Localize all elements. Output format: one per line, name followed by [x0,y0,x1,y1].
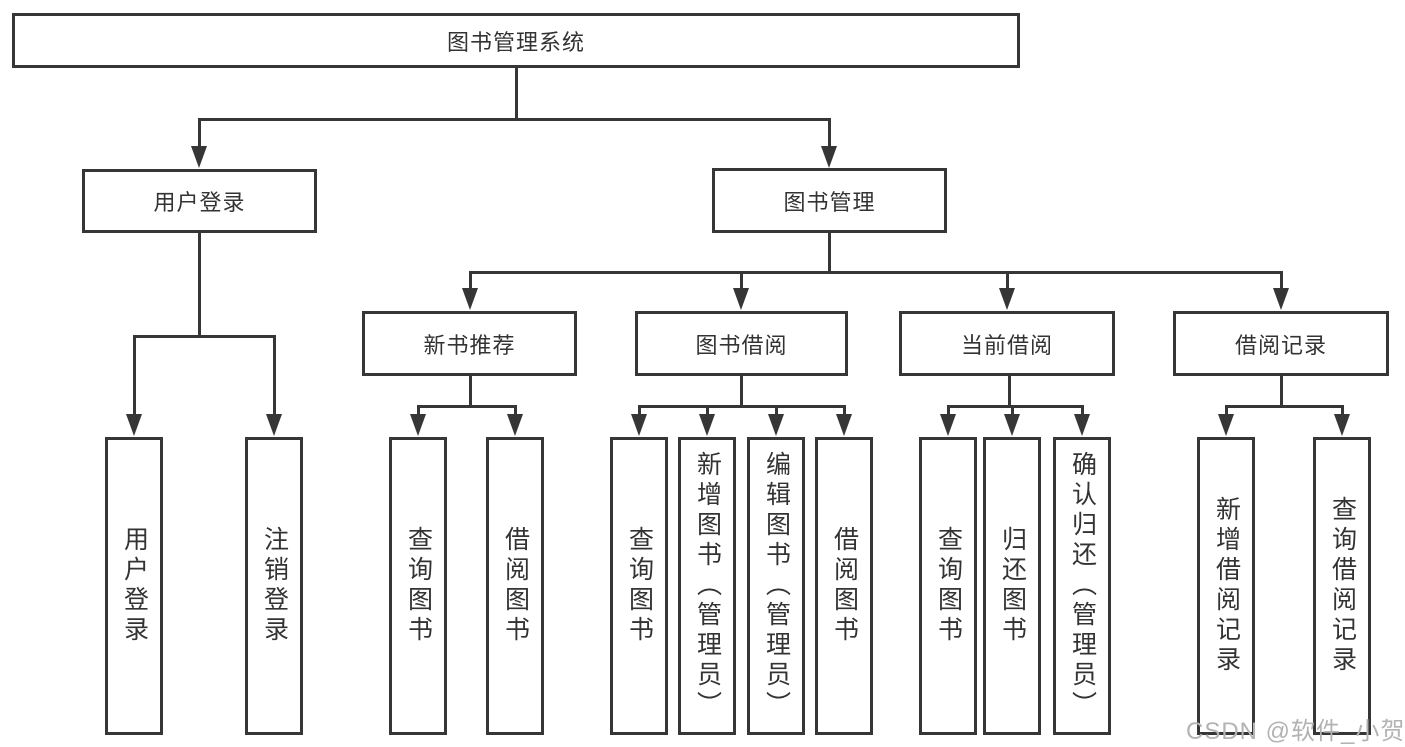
connector-line [637,404,846,408]
arrow-down-icon [1004,414,1020,436]
node-borrow-records: 借阅记录 [1173,311,1389,376]
connector-line [1080,406,1084,420]
node-query-book-1: 查询图书 [389,437,447,735]
connector-line [774,406,778,420]
node-query-book-2: 查询图书 [610,437,668,735]
node-borrow-book-1: 借阅图书 [486,437,544,735]
connector-line [197,117,831,121]
connector-line [827,233,831,272]
connector-line [514,68,518,119]
connector-line [132,334,276,338]
connector-line [827,119,831,152]
connector-line [1005,272,1009,294]
node-logout: 注销登录 [245,437,303,735]
connector-line [739,376,743,406]
node-add-book-admin: 新增图书（管理员） [678,437,736,735]
arrow-down-icon [462,288,478,310]
connector-line [513,406,517,420]
node-query-book-3: 查询图书 [919,437,977,735]
node-add-borrow-record: 新增借阅记录 [1197,437,1255,735]
connector-line [946,406,950,420]
connector-line [1279,272,1283,294]
watermark: CSDN @软件_小贺同学 [1186,718,1405,745]
arrow-down-icon [1273,288,1289,310]
connector-line [1340,406,1344,420]
node-book-borrow: 图书借阅 [635,311,848,376]
connector-line [468,376,472,406]
node-root: 图书管理系统 [12,13,1020,68]
connector-line [1007,376,1011,406]
connector-line [1279,376,1283,406]
connector-line [1224,406,1228,420]
connector-line [468,272,472,294]
arrow-down-icon [733,288,749,310]
node-current-borrow: 当前借阅 [899,311,1115,376]
arrow-down-icon [266,414,282,436]
arrow-down-icon [1074,414,1090,436]
node-query-borrow-record: 查询借阅记录 [1313,437,1371,735]
connector-line [197,233,201,336]
arrow-down-icon [410,414,426,436]
connector-line [946,404,1084,408]
connector-line [637,406,641,420]
connector-line [739,272,743,294]
arrow-down-icon [940,414,956,436]
connector-line [1010,406,1014,420]
connector-line [416,404,517,408]
arrow-down-icon [507,414,523,436]
connector-line [842,406,846,420]
arrow-down-icon [1218,414,1234,436]
arrow-down-icon [699,414,715,436]
connector-line [1224,404,1344,408]
connector-line [197,119,201,152]
arrow-down-icon [191,146,207,168]
connector-line [132,336,136,420]
arrow-down-icon [821,146,837,168]
arrow-down-icon [126,414,142,436]
arrow-down-icon [631,414,647,436]
connector-line [468,270,1283,274]
node-confirm-return-admin: 确认归还（管理员） [1053,437,1111,735]
node-return-book: 归还图书 [983,437,1041,735]
node-user-login-group: 用户登录 [82,169,317,233]
arrow-down-icon [1334,414,1350,436]
node-book-management: 图书管理 [712,168,947,233]
connector-line [416,406,420,420]
node-borrow-book-2: 借阅图书 [815,437,873,735]
node-new-book-recommend: 新书推荐 [362,311,577,376]
connector-line [272,336,276,420]
arrow-down-icon [768,414,784,436]
arrow-down-icon [999,288,1015,310]
node-user-login: 用户登录 [105,437,163,735]
node-edit-book-admin: 编辑图书（管理员） [747,437,805,735]
arrow-down-icon [836,414,852,436]
connector-line [705,406,709,420]
